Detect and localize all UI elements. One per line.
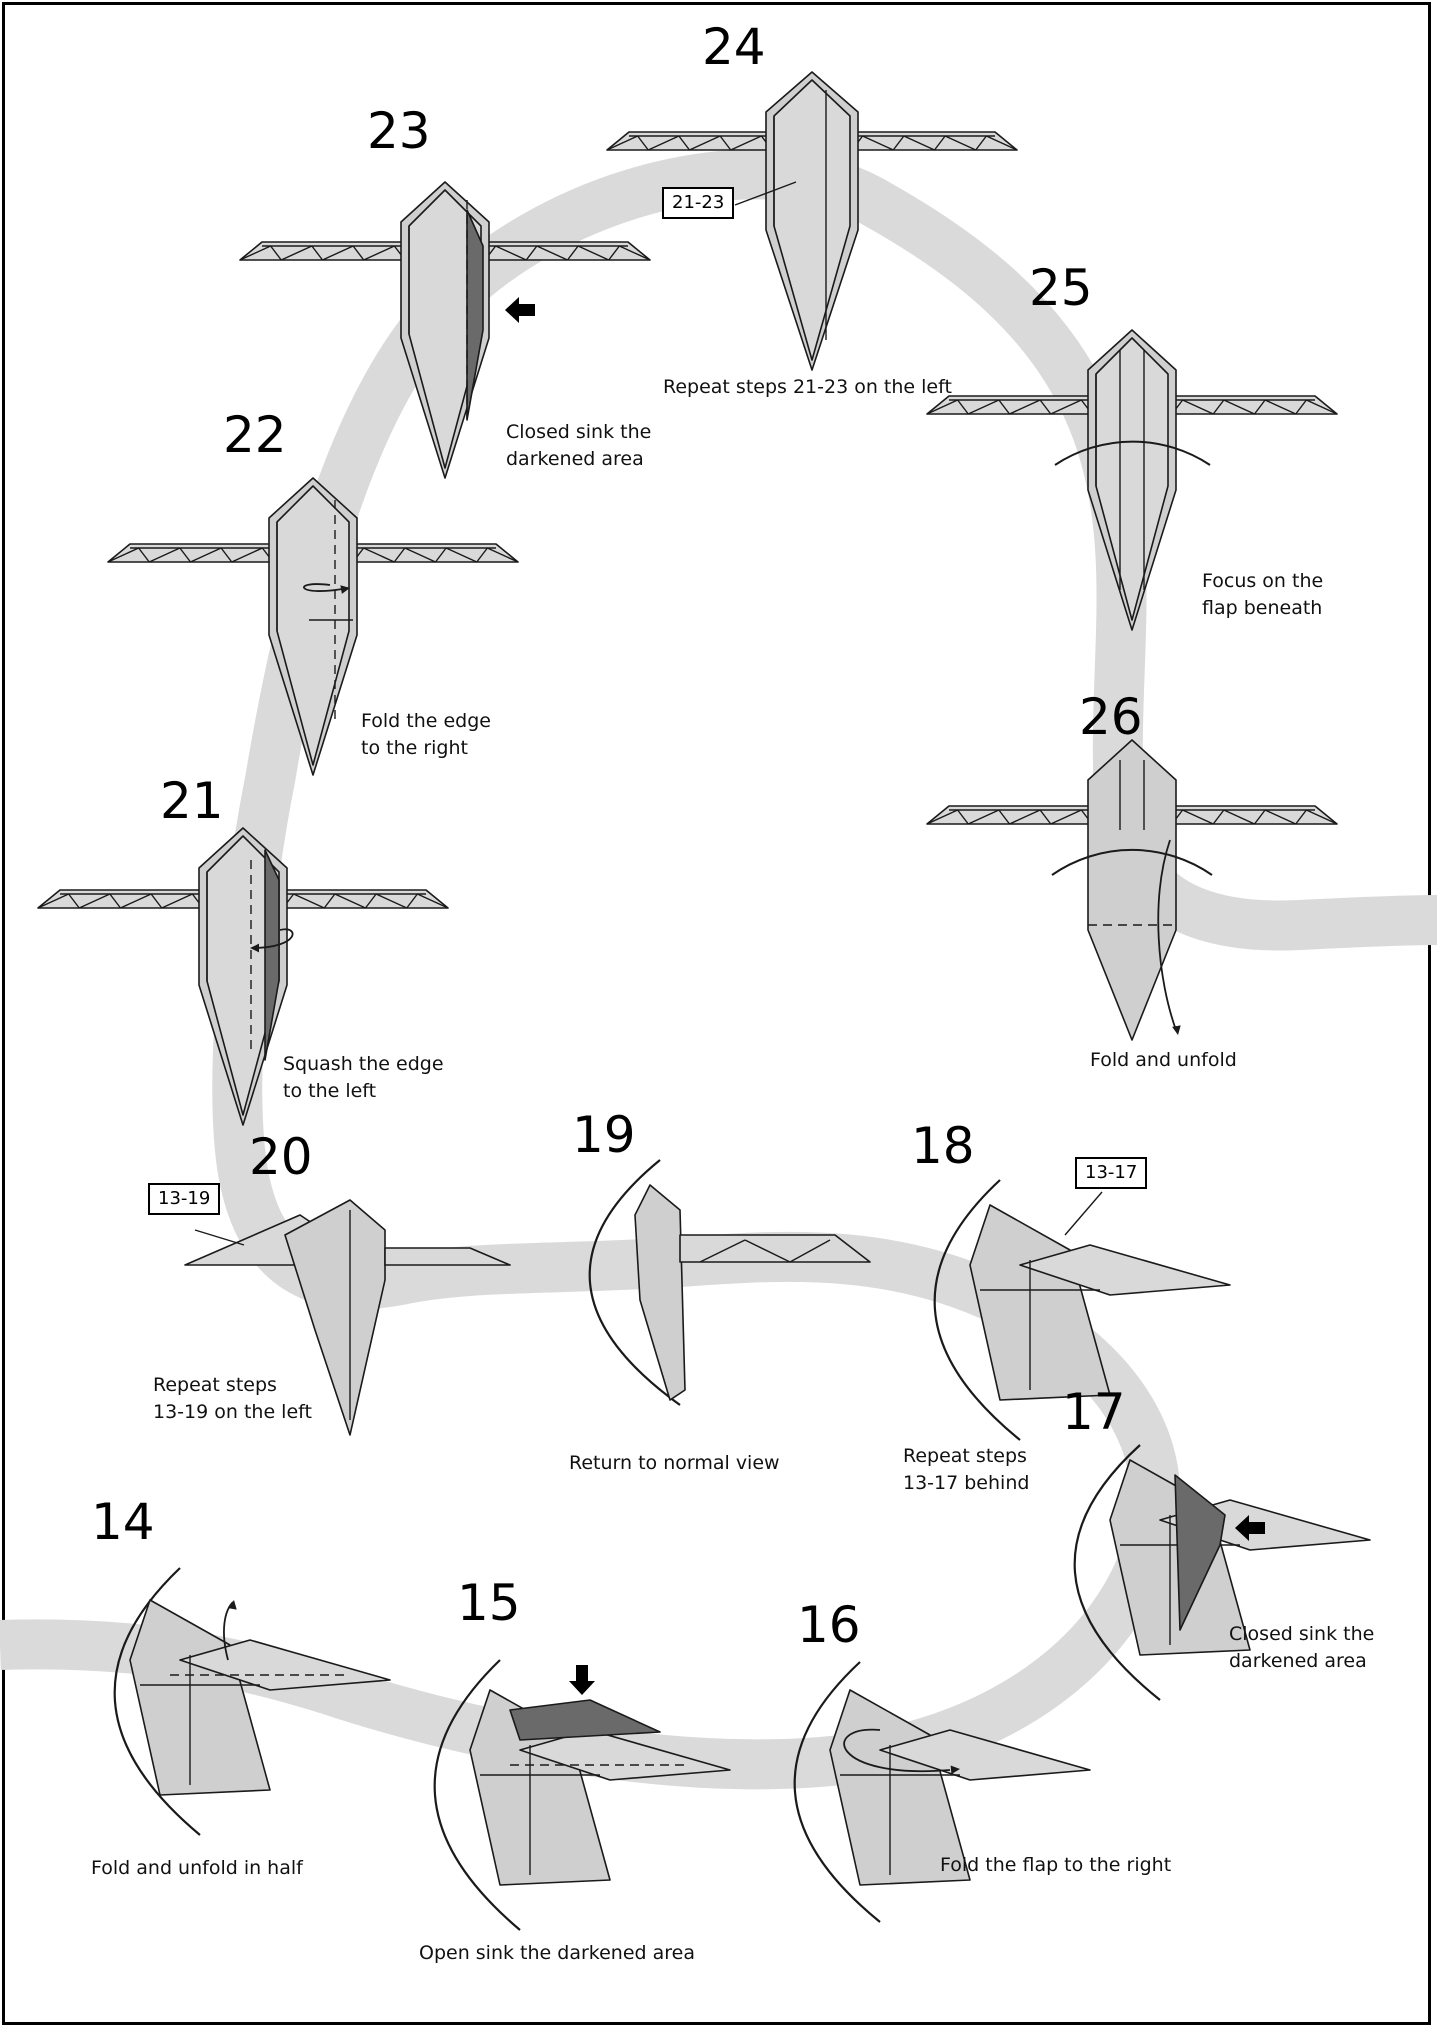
step-number-26: 26 <box>1079 692 1143 742</box>
origami-step-24 <box>607 72 1017 370</box>
step-number-23: 23 <box>367 106 431 156</box>
step-caption-24: Repeat steps 21-23 on the left <box>663 374 952 401</box>
step-number-18: 18 <box>911 1121 975 1171</box>
step-number-16: 16 <box>797 1600 861 1650</box>
step-number-24: 24 <box>702 22 766 72</box>
step-caption-15: Open sink the darkened area <box>419 1940 695 1967</box>
step-number-22: 22 <box>223 410 287 460</box>
reference-box-21-23: 21-23 <box>662 187 734 219</box>
step-number-20: 20 <box>249 1132 313 1182</box>
step-number-19: 19 <box>572 1110 636 1160</box>
origami-step-26 <box>927 740 1337 1040</box>
reference-box-13-17: 13-17 <box>1075 1157 1147 1189</box>
step-caption-16: Fold the flap to the right <box>940 1852 1171 1879</box>
step-number-14: 14 <box>91 1497 155 1547</box>
step-number-17: 17 <box>1062 1387 1126 1437</box>
step-caption-26: Fold and unfold <box>1090 1047 1237 1074</box>
step-number-25: 25 <box>1029 263 1093 313</box>
step-number-21: 21 <box>160 776 224 826</box>
step-caption-14: Fold and unfold in half <box>91 1855 303 1882</box>
reference-box-13-19: 13-19 <box>148 1183 220 1215</box>
step-caption-19: Return to normal view <box>569 1450 780 1477</box>
step-number-15: 15 <box>457 1578 521 1628</box>
origami-step-15 <box>435 1660 730 1930</box>
